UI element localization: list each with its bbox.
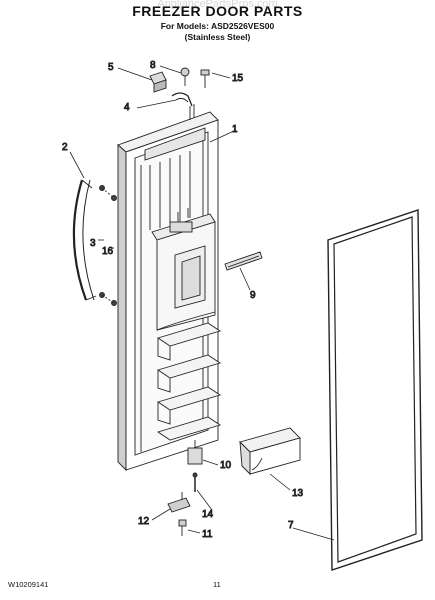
door-handle — [72, 179, 97, 301]
top-screw — [200, 69, 210, 88]
page-title: FREEZER DOOR PARTS — [132, 3, 303, 19]
models-line: For Models: ASD2526VES00 — [160, 21, 275, 31]
callout-2: 2 — [62, 142, 68, 153]
callout-4: 4 — [124, 102, 130, 113]
door-shelves — [156, 322, 222, 441]
callout-10: 10 — [220, 460, 232, 471]
callout-9: 9 — [250, 290, 256, 301]
callout-8: 8 — [150, 60, 156, 71]
wire-harness — [171, 92, 195, 120]
bottom-hinge-bushing — [187, 440, 203, 465]
handle-screws — [99, 185, 117, 306]
callout-1: 1 — [232, 124, 238, 135]
callout-15: 15 — [232, 73, 244, 84]
finish-line: (Stainless Steel) — [184, 32, 251, 42]
door-bin — [239, 427, 301, 476]
page-number: 11 — [213, 580, 221, 589]
callout-13: 13 — [292, 488, 304, 499]
filler-strip — [224, 251, 263, 271]
callout-11: 11 — [202, 529, 213, 540]
bottom-hinge-bracket — [167, 492, 191, 513]
hinge-pin — [192, 472, 198, 492]
hinge-cover — [149, 71, 167, 93]
door-gasket — [327, 209, 423, 571]
document-number: W10209141 — [8, 580, 49, 589]
door-panel — [117, 111, 222, 472]
watermark-text: AppliancePartsPros.com — [157, 0, 278, 10]
callout-5: 5 — [108, 62, 114, 73]
callout-14: 14 — [202, 509, 214, 520]
callout-12: 12 — [138, 516, 150, 527]
callout-16: 16 — [102, 246, 114, 257]
callout-3: 3 — [90, 238, 96, 249]
hinge-screw — [180, 67, 190, 86]
callout-7: 7 — [288, 520, 294, 531]
bottom-screw — [178, 519, 187, 536]
